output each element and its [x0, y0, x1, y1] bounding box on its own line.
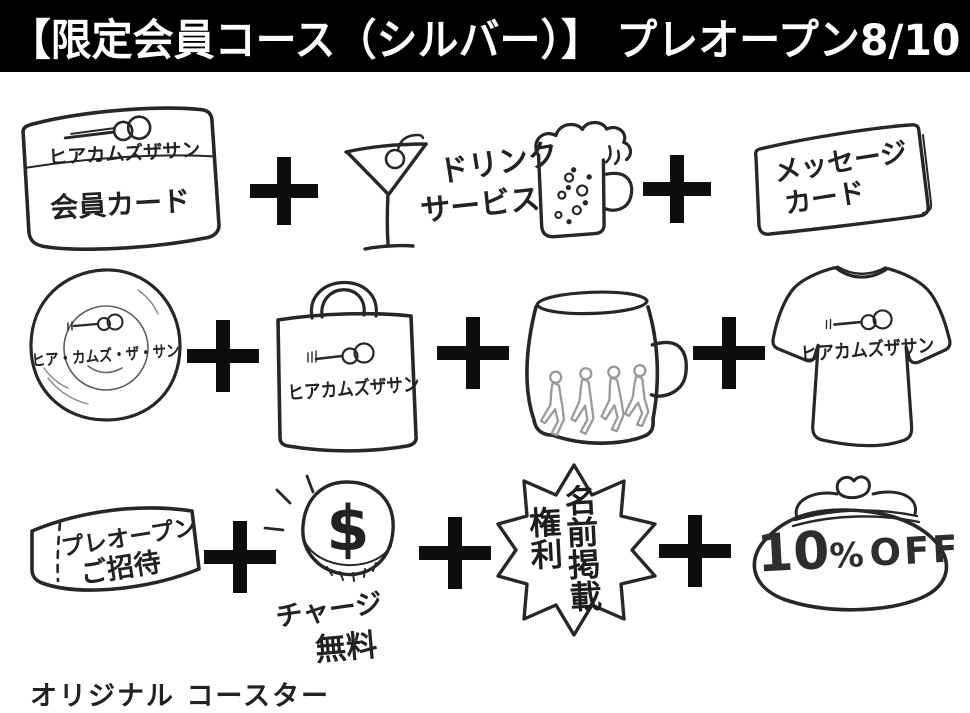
heart-clasp-icon: [835, 475, 871, 500]
guitar-logo-icon: [63, 115, 152, 142]
coaster-brand: ヒア・カムズ・ザ・サン: [31, 341, 180, 370]
plus-icon: [659, 515, 731, 587]
name-listing-illustration: 名前掲載 権利: [492, 455, 662, 650]
dollar-symbol: $: [326, 492, 369, 565]
member-card-illustration: ヒアカムズザサン 会員カード: [11, 96, 229, 258]
record-grooves: [43, 289, 159, 405]
charge-free-illustration: $ チャージ 無料: [255, 468, 425, 673]
coaster-caption: オリジナル コースター: [30, 681, 331, 712]
plus-icon: [643, 155, 711, 223]
martini-glass-icon: [338, 128, 438, 258]
cherry-icon: [384, 148, 406, 170]
beer-bubbles: [554, 167, 592, 225]
message-card-illustration: メッセージ カード: [730, 115, 940, 245]
sparkle-icon: [263, 474, 315, 532]
guitar-logo-icon: [307, 342, 375, 365]
tote-brand: ヒアカムズザサン: [287, 372, 420, 404]
name-listing-col1: 名前掲載: [558, 483, 604, 613]
invitation-ticket-illustration: プレオープン ご招待: [20, 485, 210, 610]
member-card-drawing: ヒアカムズザサン 会員カード: [21, 106, 221, 251]
charge-free-line2: 無料: [313, 627, 379, 669]
burst-shape: [496, 463, 657, 637]
purse-icon: [752, 475, 949, 612]
discount-percent: %: [828, 535, 865, 577]
discount-number: 10: [755, 520, 831, 585]
guitar-logo-icon: [67, 313, 124, 331]
coin-icon: $: [301, 480, 395, 582]
name-listing-text: 名前掲載 権利: [522, 483, 603, 627]
tote-bag-illustration: ヒアカムズザサン: [262, 252, 427, 457]
title-bar: 【限定会員コース（シルバー）】 プレオープン8/10: [0, 0, 970, 72]
mug-illustration: [510, 264, 693, 457]
guitar-logo-icon: [825, 309, 893, 331]
tshirt-brand: ヒアカムズザサン: [800, 334, 935, 366]
page-title: 【限定会員コース（シルバー）】 プレオープン8/10: [9, 15, 961, 66]
member-card-label: 会員カード: [49, 184, 191, 224]
discount-purse-illustration: 10%OFF: [735, 468, 962, 618]
member-card-brand: ヒアカムズザサン: [48, 138, 201, 169]
plus-icon: [204, 521, 276, 593]
plus-icon: [693, 317, 765, 389]
walking-figures-icon: [539, 364, 650, 437]
tshirt-illustration: ヒアカムズザサン: [754, 248, 963, 457]
plus-icon: [437, 317, 509, 389]
beer-mug-icon: [511, 110, 640, 248]
plus-icon: [250, 157, 318, 225]
name-listing-col2: 権利: [523, 505, 565, 571]
discount-label: 10%OFF: [755, 515, 962, 585]
plus-icon: [187, 320, 259, 392]
plus-icon: [419, 517, 491, 589]
discount-suffix: OFF: [868, 527, 962, 575]
coin-edge-hatches: [306, 549, 387, 582]
